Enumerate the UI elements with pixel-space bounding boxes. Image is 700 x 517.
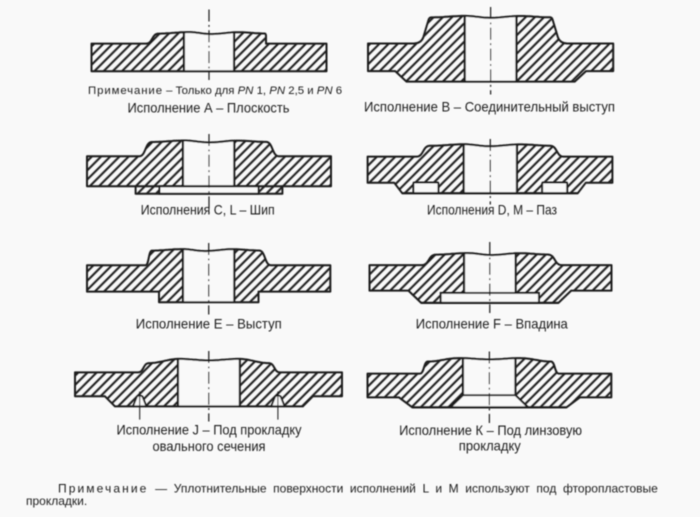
svg-text:Исполнения С, L – Шип: Исполнения С, L – Шип: [141, 202, 275, 217]
svg-text:Исполнение В – Соединительный: Исполнение В – Соединительный выступ: [364, 100, 615, 115]
svg-text:Исполнение Е – Выступ: Исполнение Е – Выступ: [136, 316, 282, 331]
svg-text:прокладки.: прокладки.: [26, 494, 87, 508]
svg-text:Исполнение К – Под линзовую: Исполнение К – Под линзовую: [399, 423, 582, 438]
svg-text:Исполнение J – Под прокладку: Исполнение J – Под прокладку: [117, 422, 302, 437]
svg-text:Исполнения D, М – Паз: Исполнения D, М – Паз: [427, 202, 557, 217]
svg-text:овального сечения: овального сечения: [153, 439, 266, 454]
svg-text:Исполнение F – Впадина: Исполнение F – Впадина: [416, 316, 568, 331]
svg-text:Примечание — Уплотнительные по: Примечание — Уплотнительные поверхности …: [58, 482, 658, 496]
svg-text:прокладку: прокладку: [459, 439, 521, 454]
svg-text:Примечание – Только для PN 1,: Примечание – Только для PN 1, PN 2,5 и P…: [88, 85, 342, 97]
svg-text:Исполнение А – Плоскость: Исполнение А – Плоскость: [128, 100, 290, 115]
